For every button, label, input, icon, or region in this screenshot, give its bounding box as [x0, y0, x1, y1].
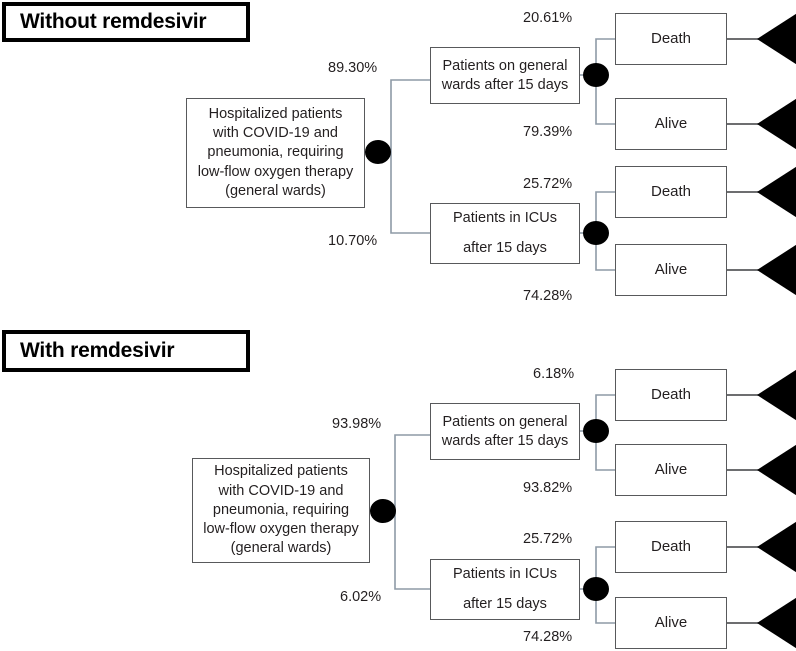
probability-death-icu-without: 25.72% [523, 176, 573, 192]
terminal-triangle-alive-icu-with [757, 596, 796, 650]
chance-node-icu-with [583, 577, 609, 601]
root-node-without-remdesivir: Hospitalized patients with COVID-19 and … [186, 98, 365, 208]
probability-general-wards-with: 93.98% [332, 416, 382, 432]
terminal-triangle-alive-icu-without [757, 243, 796, 297]
root-line-5: (general wards) [225, 182, 326, 199]
chance-node-root-without [365, 140, 391, 164]
probability-icu-with: 6.02% [340, 589, 382, 605]
root-line-5: (general wards) [230, 540, 332, 557]
branch-line-2: after 15 days [463, 595, 547, 612]
probability-alive-general-wards-without: 79.39% [523, 124, 573, 140]
root-line-4: low-flow oxygen therapy [197, 163, 354, 180]
probability-icu-without: 10.70% [328, 233, 378, 249]
root-line-1: Hospitalized patients [208, 105, 343, 122]
terminal-triangle-alive-general-wards-without [757, 97, 796, 151]
chance-node-icu-without [583, 221, 609, 245]
outcome-label: Alive [654, 461, 688, 479]
outcome-node-death-general-wards-without: Death [615, 13, 727, 65]
outcome-label: Alive [654, 261, 688, 279]
probability-death-general-wards-with: 6.18% [533, 366, 575, 382]
outcome-node-alive-general-wards-with: Alive [615, 444, 727, 496]
probability-alive-icu-with: 74.28% [523, 629, 573, 645]
root-node-with-remdesivir: Hospitalized patients with COVID-19 and … [192, 458, 370, 563]
terminal-triangle-death-general-wards-without [757, 12, 796, 66]
section-title-with-remdesivir: With remdesivir [2, 330, 250, 372]
root-line-2: with COVID-19 and [213, 125, 338, 142]
chance-node-root-with [370, 499, 396, 523]
outcome-node-death-icu-without: Death [615, 166, 727, 218]
probability-death-icu-with: 25.72% [523, 531, 573, 547]
terminal-triangle-death-icu-without [757, 165, 796, 219]
chance-node-general-wards-with [583, 419, 609, 443]
root-line-3: pneumonia, requiring [207, 144, 344, 161]
outcome-label: Death [650, 30, 692, 48]
outcome-node-alive-general-wards-without: Alive [615, 98, 727, 150]
outcome-label: Death [650, 183, 692, 201]
branch-node-general-wards-with: Patients on general wards after 15 days [430, 403, 580, 460]
root-line-4: low-flow oxygen therapy [203, 521, 359, 538]
outcome-label: Alive [654, 115, 688, 133]
probability-death-general-wards-without: 20.61% [523, 10, 573, 26]
outcome-node-death-general-wards-with: Death [615, 369, 727, 421]
outcome-node-death-icu-with: Death [615, 521, 727, 573]
outcome-node-alive-icu-without: Alive [615, 244, 727, 296]
outcome-label: Death [650, 538, 692, 556]
root-line-1: Hospitalized patients [214, 463, 348, 480]
outcome-label: Death [650, 386, 692, 404]
section-title-without-remdesivir: Without remdesivir [2, 2, 250, 42]
branch-line-2: wards after 15 days [441, 76, 569, 93]
branch-line-2: wards after 15 days [441, 432, 569, 449]
outcome-label: Alive [654, 614, 688, 632]
chance-node-general-wards-without [583, 63, 609, 87]
branch-node-general-wards-without: Patients on general wards after 15 days [430, 47, 580, 104]
root-line-2: with COVID-19 and [218, 482, 344, 499]
branch-line-1: Patients on general [442, 413, 568, 430]
terminal-triangle-death-general-wards-with [757, 368, 796, 422]
branch-line-2: after 15 days [463, 239, 547, 256]
probability-alive-general-wards-with: 93.82% [523, 480, 573, 496]
branch-line-1: Patients on general [442, 57, 568, 74]
branch-line-1: Patients in ICUs [453, 565, 557, 582]
probability-general-wards-without: 89.30% [328, 60, 378, 76]
branch-node-icu-without: Patients in ICUs after 15 days [430, 203, 580, 264]
terminal-triangle-death-icu-with [757, 520, 796, 574]
terminal-triangle-alive-general-wards-with [757, 443, 796, 497]
branch-line-1: Patients in ICUs [453, 209, 557, 226]
outcome-node-alive-icu-with: Alive [615, 597, 727, 649]
root-line-3: pneumonia, requiring [212, 501, 350, 518]
probability-alive-icu-without: 74.28% [523, 288, 573, 304]
branch-node-icu-with: Patients in ICUs after 15 days [430, 559, 580, 620]
